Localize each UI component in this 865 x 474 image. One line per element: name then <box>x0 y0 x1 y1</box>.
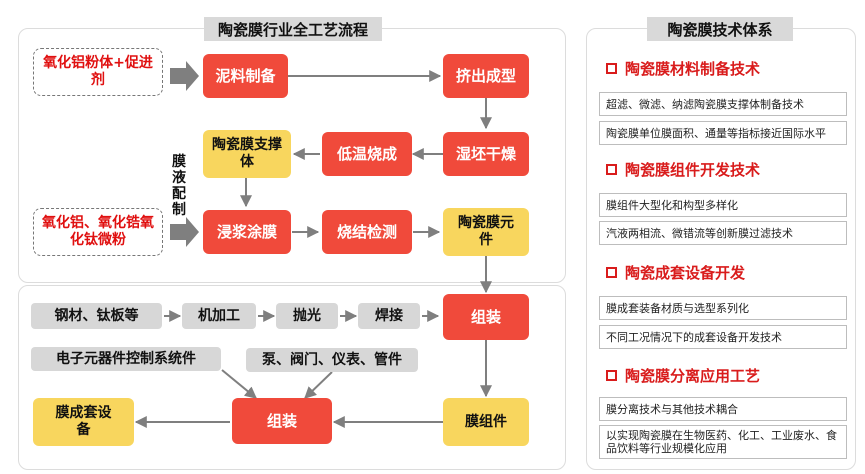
box-extrude: 挤出成型 <box>443 54 529 98</box>
tech-item: 汽液两相流、微错流等创新膜过滤技术 <box>599 221 847 245</box>
box-membrane-support: 陶瓷膜支撑体 <box>203 130 291 178</box>
input-micro-powder: 氧化铝、氧化锆氧化钛微粉 <box>33 208 163 256</box>
tech-section-3: 陶瓷成套设备开发 <box>606 262 745 283</box>
square-bullet-icon <box>606 164 617 175</box>
tech-section-1: 陶瓷膜材料制备技术 <box>606 58 760 79</box>
box-pumps-valves: 泵、阀门、仪表、管件 <box>246 348 418 372</box>
tech-item: 陶瓷膜单位膜面积、通量等指标接近国际水平 <box>599 121 847 145</box>
box-low-temp-fire: 低温烧成 <box>322 132 412 176</box>
label-membrane-liquid: 膜液配制 <box>172 154 186 218</box>
box-assemble-1: 组装 <box>443 294 529 340</box>
tech-item: 膜组件大型化和构型多样化 <box>599 193 847 217</box>
tech-item: 膜成套装备材质与选型系列化 <box>599 296 847 320</box>
tech-section-4: 陶瓷膜分离应用工艺 <box>606 365 760 386</box>
tech-section-title: 陶瓷膜组件开发技术 <box>625 161 761 179</box>
box-membrane-equipment: 膜成套设备 <box>33 398 134 446</box>
box-assemble-2: 组装 <box>232 398 332 444</box>
tech-section-title: 陶瓷膜材料制备技术 <box>625 60 761 78</box>
tech-section-title: 陶瓷膜分离应用工艺 <box>625 367 761 385</box>
square-bullet-icon <box>606 63 617 74</box>
tech-panel <box>586 28 856 470</box>
square-bullet-icon <box>606 370 617 381</box>
box-membrane-element: 陶瓷膜元件 <box>443 208 529 256</box>
tech-item: 膜分离技术与其他技术耦合 <box>599 397 847 421</box>
tech-item: 不同工况情况下的成套设备开发技术 <box>599 325 847 349</box>
box-machining: 机加工 <box>182 303 256 329</box>
box-weld: 焊接 <box>358 303 420 329</box>
tech-title: 陶瓷膜技术体系 <box>647 17 793 41</box>
square-bullet-icon <box>606 267 617 278</box>
tech-item: 超滤、微滤、纳滤陶瓷膜支撑体制备技术 <box>599 92 847 116</box>
box-sinter-inspect: 烧结检测 <box>322 210 412 254</box>
box-membrane-module: 膜组件 <box>443 398 529 446</box>
tech-section-title: 陶瓷成套设备开发 <box>625 264 746 282</box>
box-mud-prep: 泥料制备 <box>203 54 288 98</box>
tech-item: 以实现陶瓷膜在生物医药、化工、工业废水、食品饮料等行业规模化应用 <box>599 425 847 459</box>
input-alumina-powder: 氧化铝粉体+促进剂 <box>33 48 163 96</box>
box-steel-titanium: 钢材、钛板等 <box>31 303 162 329</box>
process-title: 陶瓷膜行业全工艺流程 <box>204 17 382 41</box>
box-electronics: 电子元器件控制系统件 <box>31 347 221 371</box>
box-wet-dry: 湿坯干燥 <box>443 132 529 176</box>
tech-section-2: 陶瓷膜组件开发技术 <box>606 159 760 180</box>
box-dip-coating: 浸浆涂膜 <box>203 210 291 254</box>
box-polish: 抛光 <box>276 303 338 329</box>
